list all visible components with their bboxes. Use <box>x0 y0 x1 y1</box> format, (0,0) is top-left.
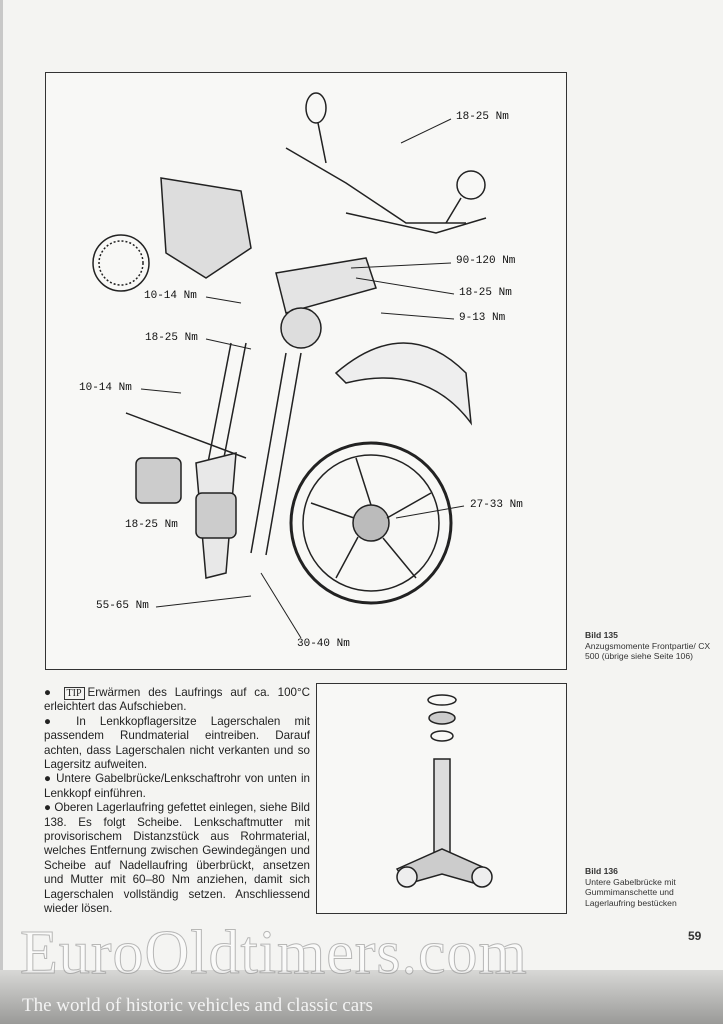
bullet-text: Untere Gabelbrücke/Lenkschaftrohr von un… <box>44 772 310 800</box>
page-edge <box>0 0 3 1024</box>
caption-title: Bild 136 <box>585 866 618 876</box>
watermark-logo: EuroOldtimers.com <box>20 919 528 987</box>
caption-title: Bild 135 <box>585 630 618 640</box>
caption-text: Untere Gabelbrücke mit Gummimanschette u… <box>585 876 677 908</box>
torque-label: 18-25 Nm <box>125 519 178 531</box>
bullet-4: ● Oberen Lagerlaufring gefettet einlegen… <box>44 801 310 916</box>
torque-label: 9-13 Nm <box>459 312 506 324</box>
figure-135-exploded-front-assembly: 18-25 Nm 90-120 Nm 18-25 Nm 9-13 Nm 10-1… <box>45 72 567 670</box>
bullet-3: ● Untere Gabelbrücke/Lenkschaftrohr von … <box>44 772 310 800</box>
torque-label: 27-33 Nm <box>470 499 523 511</box>
figure-136-lower-fork-bridge <box>316 683 567 914</box>
caption-bild-135: Bild 135 Anzugsmomente Frontpartie/ CX 5… <box>585 630 720 662</box>
bullet-text: Erwärmen des Laufrings auf ca. 100°C erl… <box>44 686 310 714</box>
caption-text: Anzugsmomente Frontpartie/ CX 500 (übrig… <box>585 640 711 662</box>
caption-bild-136: Bild 136 Untere Gabelbrücke mit Gummiman… <box>585 866 720 908</box>
bullet-text: Oberen Lagerlaufring gefettet einlegen, … <box>44 801 310 916</box>
torque-label: 30-40 Nm <box>297 638 350 650</box>
torque-label: 10-14 Nm <box>144 290 197 302</box>
page-number: 59 <box>688 929 702 943</box>
steering-stem-drawing <box>395 694 493 888</box>
torque-label: 18-25 Nm <box>456 111 509 123</box>
torque-label: 10-14 Nm <box>79 382 132 394</box>
exploded-diagram <box>92 92 487 639</box>
tip-badge: TIP <box>63 687 85 700</box>
torque-label: 18-25 Nm <box>145 332 198 344</box>
torque-label: 90-120 Nm <box>456 255 516 267</box>
watermark-tagline: The world of historic vehicles and class… <box>22 995 373 1016</box>
watermark-band <box>0 970 723 1024</box>
torque-label: 55-65 Nm <box>96 600 149 612</box>
bullet-text: In Lenkkopflagersitze Lagerschalen mit p… <box>44 714 310 772</box>
torque-label: 18-25 Nm <box>459 287 512 299</box>
bullet-2: ● In Lenkkopflagersitze Lagerschalen mit… <box>44 714 310 772</box>
